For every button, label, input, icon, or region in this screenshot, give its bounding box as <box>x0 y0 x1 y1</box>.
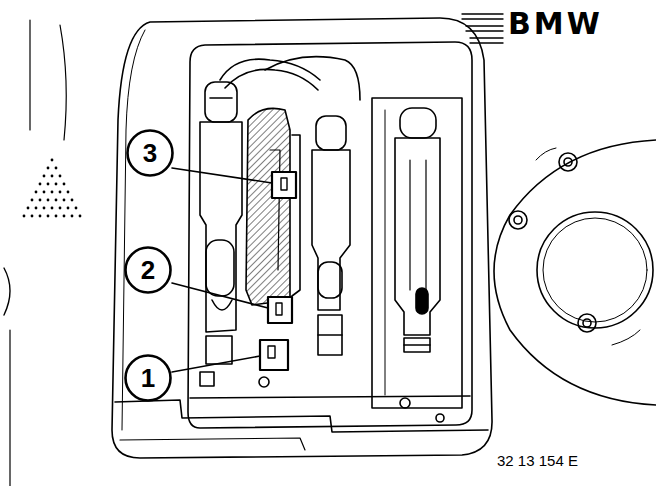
logo-stripes <box>462 14 503 43</box>
wheel-hub <box>494 140 656 405</box>
control-unit <box>372 98 462 408</box>
relay-housing <box>200 122 242 332</box>
brand-logo: BMW <box>508 6 603 41</box>
callout-circle: 3 <box>126 129 174 177</box>
callout-number: 1 <box>141 365 155 391</box>
texture-mark <box>23 159 82 218</box>
trunk-panel <box>112 18 492 458</box>
callout-circle: 1 <box>124 354 172 402</box>
connector <box>268 297 292 323</box>
fuse-cylinder <box>316 116 346 150</box>
fuse-cylinder <box>205 82 237 122</box>
callout-number: 2 <box>141 257 155 283</box>
callout-number: 3 <box>143 140 157 166</box>
connector <box>272 172 296 198</box>
connector <box>260 340 288 370</box>
leader-lines <box>172 168 272 372</box>
relay-housing <box>312 150 350 310</box>
figure-number: 32 13 154 E <box>497 452 578 469</box>
callout-circle: 2 <box>124 246 172 294</box>
cavity <box>188 42 472 428</box>
hatched-module <box>246 108 290 305</box>
